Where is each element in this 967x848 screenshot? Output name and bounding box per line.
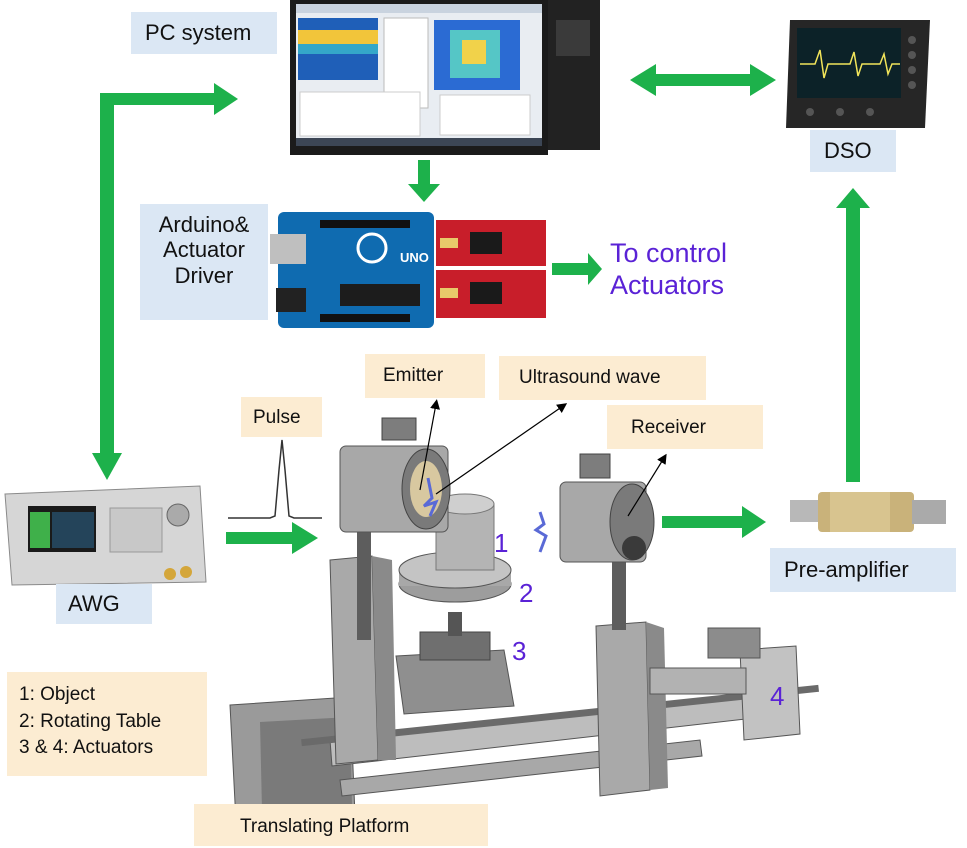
control-label-line: To control: [610, 238, 728, 268]
pc-system-label: PC system: [131, 12, 277, 54]
legend-item: 2: Rotating Table: [19, 710, 162, 732]
function-generator-icon: [4, 485, 207, 586]
control-label-line: Actuators: [610, 270, 725, 301]
translating-platform-label: Translating Platform: [194, 804, 488, 846]
transducer-icon: [559, 453, 655, 563]
arduino-label-line: Driver: [174, 262, 234, 288]
transducer-icon: [339, 417, 451, 533]
arduino-label-line: Arduino&: [158, 212, 250, 237]
ultrasound-wave-label: Ultrasound wave: [499, 356, 706, 400]
pre-amplifier-icon: [790, 492, 946, 532]
legend-item: 1: Object: [19, 684, 96, 705]
pre-amplifier-label: Pre-amplifier: [770, 548, 956, 592]
control-actuators-label: To control Actuators: [610, 237, 727, 302]
actuator-4-number: 4: [770, 681, 785, 711]
legend-item: 3 & 4: Actuators: [19, 737, 154, 759]
arduino-board-icon: UNO: [270, 212, 434, 328]
receiver-label: Receiver: [607, 405, 763, 449]
oscilloscope-icon: [786, 20, 930, 128]
connection-arrows: [92, 64, 870, 554]
pc-monitor-icon: [290, 0, 600, 155]
emitter-pointer: [419, 399, 441, 491]
ultrasound-pointer: [435, 403, 568, 495]
actuator-3-number: 3: [512, 636, 527, 666]
emitter-label: Emitter: [365, 354, 485, 398]
svg-text:UNO: UNO: [400, 250, 429, 265]
arduino-driver-label: Arduino& Actuator Driver: [140, 204, 268, 320]
actuator-driver-icon: [436, 220, 546, 318]
ultrasound-icon: [422, 477, 439, 517]
dso-label: DSO: [810, 130, 896, 172]
legend-box: 1: Object 2: Rotating Table 3 & 4: Actua…: [7, 672, 207, 776]
object-number: 1: [494, 528, 509, 558]
pulse-label: Pulse: [241, 397, 322, 437]
pulse-waveform-icon: [228, 439, 322, 519]
ultrasound-icon: [533, 511, 548, 553]
arduino-label-line: Actuator: [163, 237, 245, 263]
translation-stage-icon: [229, 493, 819, 823]
awg-label: AWG: [56, 584, 152, 624]
rotating-table-number: 2: [519, 578, 534, 608]
receiver-pointer: [627, 453, 667, 517]
